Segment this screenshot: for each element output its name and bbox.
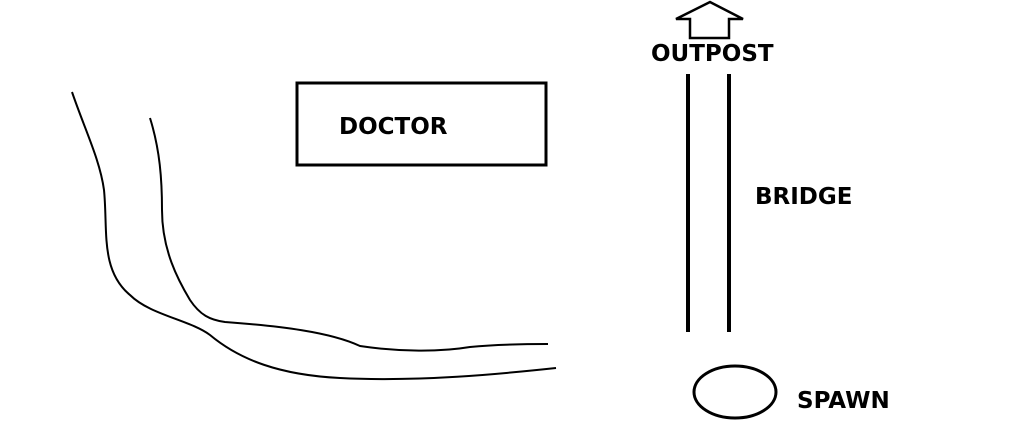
river-inner-bank bbox=[149, 117, 549, 352]
river-outer-bank bbox=[71, 91, 557, 381]
doctor-building bbox=[295, 81, 548, 167]
outpost-label: OUTPOST bbox=[651, 41, 774, 67]
doctor-label: DOCTOR bbox=[339, 114, 448, 140]
bridge-label: BRIDGE bbox=[755, 184, 853, 210]
spawn-point bbox=[692, 364, 778, 420]
outpost-arrow-icon bbox=[675, 0, 744, 40]
spawn-label: SPAWN bbox=[797, 388, 890, 414]
